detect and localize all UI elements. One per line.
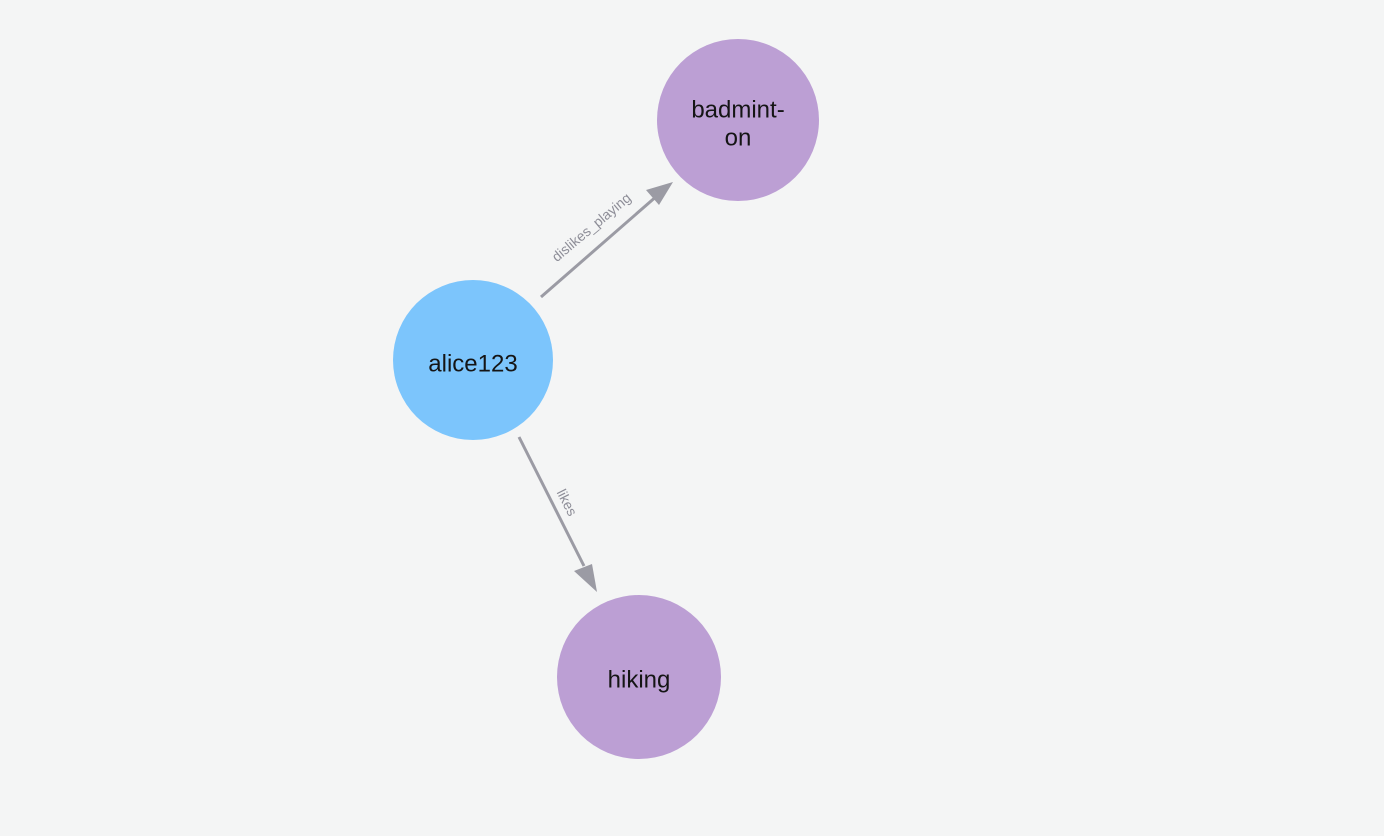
edge-line[interactable]: [517, 436, 586, 567]
edge-alice123-likes-hiking[interactable]: likes: [517, 436, 597, 592]
edge-line[interactable]: [540, 193, 659, 299]
node-alice123[interactable]: alice123: [393, 280, 553, 440]
node-circle-hiking[interactable]: [557, 595, 721, 759]
edge-alice123-dislikes_playing-badminton[interactable]: dislikes_playing: [540, 182, 673, 299]
node-hiking[interactable]: hiking: [557, 595, 721, 759]
arrowhead-icon: [574, 564, 597, 592]
arrowhead-icon: [646, 182, 673, 205]
node-circle-alice123[interactable]: [393, 280, 553, 440]
node-circle-badminton[interactable]: [657, 39, 819, 201]
node-badminton[interactable]: badmint- on: [657, 39, 819, 201]
nodes-layer: badmint- on alice123 hiking: [393, 39, 819, 759]
